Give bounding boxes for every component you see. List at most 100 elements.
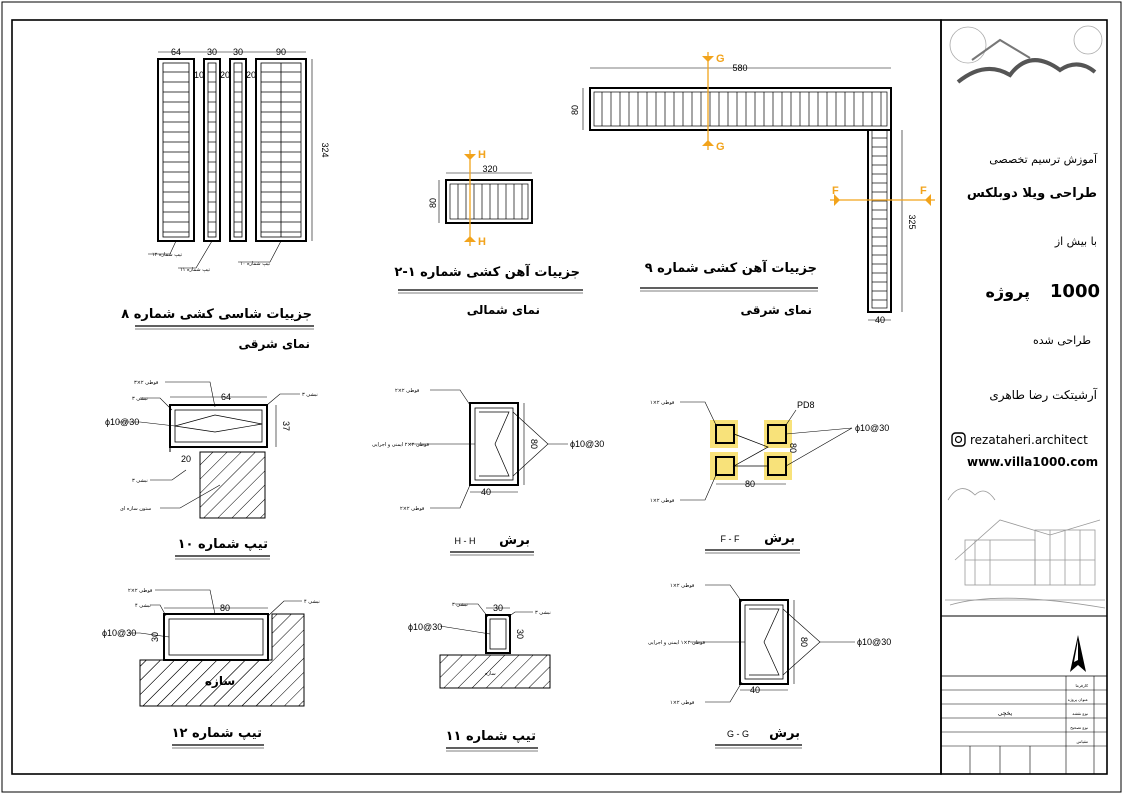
label-t11-structure: سازه	[485, 671, 496, 677]
tip-12-drawing: 80 30 قوطی ۲×۲ نبشی ۴ نبشی ۴ ϕ10@30 سازه	[102, 588, 320, 707]
label-t12-phi: ϕ10@30	[102, 628, 136, 638]
label-t12-angle-a: نبشی ۴	[135, 603, 151, 609]
dim-80-ff-h: 80	[788, 443, 798, 453]
label-angle-a: نبشی ۳	[302, 392, 318, 398]
section-hh-code: H - H	[455, 536, 476, 546]
label-t11-phi: ϕ10@30	[408, 622, 442, 632]
tb-row-4: مقیاس	[1077, 739, 1088, 744]
rebar-1-2-drawing: 320 80 H H	[428, 149, 533, 248]
villa-sketch	[945, 488, 1106, 609]
dim-320: 320	[482, 164, 497, 174]
chassis-8-title: جزییات شاسی کشی شماره ۸	[121, 307, 312, 322]
logo-icon	[949, 25, 1103, 84]
website-link[interactable]: www.villa1000.com	[967, 455, 1098, 469]
dim-37: 37	[281, 421, 291, 431]
tb-row-3: نوع تصحیح	[1070, 725, 1088, 730]
rebar-1-2-subtitle: نمای شمالی	[467, 303, 540, 317]
tip-12-title: تیپ شماره ۱۲	[172, 726, 262, 741]
label-gg-mid: قوطی ۲×۱ ایمنی و اجرایی	[648, 640, 706, 646]
label-hh-top: قوطی ۲×۲	[395, 388, 420, 394]
section-mark-g-top: G	[716, 53, 725, 65]
dim-40: 40	[875, 315, 885, 325]
label-t11-angle-b: نبشی ۳	[535, 610, 551, 616]
tb-row-2: نوع نقشه	[1072, 711, 1088, 716]
section-ff-code: F - F	[721, 534, 740, 544]
ad-line-1: آموزش ترسیم تخصصی	[989, 152, 1098, 166]
section-gg-title: برش	[769, 726, 800, 741]
ad-word: پروژه	[985, 282, 1030, 302]
north-arrow-icon	[1070, 635, 1086, 672]
dim-20a: 20	[220, 70, 230, 80]
rebar-1-2-title: جزییات آهن کشی شماره ۱-۲	[394, 263, 580, 280]
instagram-icon	[951, 432, 966, 447]
section-mark-h-top: H	[478, 149, 486, 161]
dim-30a: 30	[207, 47, 217, 57]
label-phi: ϕ10@30	[105, 417, 139, 427]
section-ff-drawing: 80 80 قوطی ۲×۱ ϕ10@30 قوطی ۲×۱ PD8	[650, 400, 889, 504]
dim-80: 80	[428, 198, 438, 208]
sidebar: آموزش ترسیم تخصصی طراحی ویلا دوبلکس با ب…	[941, 25, 1107, 774]
dim-64: 64	[171, 47, 181, 57]
label-angle-b: نبشی ۳	[132, 396, 148, 402]
dim-40-hh: 40	[481, 487, 491, 497]
section-mark-f-left: F	[832, 185, 839, 197]
section-mark-g-bottom: G	[716, 141, 725, 153]
label-tip11: تیپ شماره ۱۱	[180, 267, 211, 273]
ad-line-3: با بیش از	[1054, 235, 1097, 248]
dim-80-r9: 80	[570, 105, 580, 115]
label-column: ستون سازه ای	[120, 506, 151, 512]
ad-number: 1000	[1050, 281, 1100, 302]
tb-cell-value: یخچی	[998, 710, 1013, 717]
tb-row-0: کارفرما	[1075, 683, 1088, 688]
instagram-handle[interactable]: rezataheri.architect	[970, 433, 1088, 447]
dim-80-hh: 80	[529, 439, 539, 449]
dim-10: 10	[194, 70, 204, 80]
dim-20-t10: 20	[181, 454, 191, 464]
section-gg-drawing: 80 40 قوطی ۲×۱ قوطی ۲×۱ ایمنی و اجرایی ϕ…	[648, 583, 891, 706]
dim-580: 580	[732, 63, 747, 73]
tb-row-1: عنوان پروژه	[1068, 697, 1088, 702]
tip-10-title: تیپ شماره ۱۰	[178, 537, 268, 552]
label-t12-structure: سازه	[205, 674, 235, 688]
dim-20b: 20	[246, 70, 256, 80]
label-t11-angle-a: نبشی ۳	[452, 602, 468, 608]
dim-325: 325	[907, 214, 917, 229]
dim-80-t12: 80	[220, 603, 230, 613]
section-gg-code: G - G	[727, 729, 749, 739]
dim-30-t11-w: 30	[493, 603, 503, 613]
label-hh-mid: قوطی ۲×۲ ایمنی و اجرایی	[372, 442, 430, 448]
dim-80-gg: 80	[799, 637, 809, 647]
label-box: قوطی ۲×۳	[134, 380, 159, 386]
section-mark-h-bottom: H	[478, 236, 486, 248]
label-hh-bottom: قوطی ۲×۲	[400, 506, 425, 512]
label-ff-bottom: قوطی ۲×۱	[650, 498, 675, 504]
label-ff-pd: PD8	[797, 400, 815, 410]
dim-90: 90	[276, 47, 286, 57]
label-gg-phi: ϕ10@30	[857, 637, 891, 647]
dim-30b: 30	[233, 47, 243, 57]
label-ff-top: قوطی ۲×۱	[650, 400, 675, 406]
section-hh-title: برش	[499, 533, 530, 548]
ad-line-2: طراحی ویلا دوبلکس	[967, 186, 1097, 201]
tip-10-drawing: 64 37 20 قوطی ۲×۳ نبشی ۳ نبشی ۳ ϕ10@30 ن…	[105, 380, 318, 519]
label-tip12: تیپ شماره ۱۲	[152, 252, 183, 258]
dim-324: 324	[320, 142, 330, 157]
dim-30-t12: 30	[150, 632, 160, 642]
sidebar-border	[940, 19, 1108, 775]
tip-11-drawing: 30 30 نبشی ۳ نبشی ۳ ϕ10@30 سازه	[408, 602, 551, 689]
chassis-8-subtitle: نمای شرقی	[239, 337, 311, 351]
label-hh-phi: ϕ10@30	[570, 439, 604, 449]
dim-40-gg: 40	[750, 685, 760, 695]
label-ff-phi: ϕ10@30	[855, 423, 889, 433]
chassis-8-drawing: 64 30 30 90 324 10 20 20 تیپ شماره ۱۲ تی…	[148, 47, 330, 273]
tip-11-title: تیپ شماره ۱۱	[446, 729, 536, 744]
section-hh-drawing: 80 40 قوطی ۲×۲ قوطی ۲×۲ ایمنی و اجرایی ϕ…	[372, 388, 604, 512]
ad-line-5: طراحی شده	[1033, 334, 1091, 347]
label-tip10: تیپ شماره ۱۰	[240, 261, 271, 267]
section-mark-f-right: F	[920, 185, 927, 197]
label-gg-bottom: قوطی ۲×۱	[670, 700, 695, 706]
architect-name: آرشیتکت رضا طاهری	[989, 387, 1097, 403]
rebar-9-title: جزییات آهن کشی شماره ۹	[645, 259, 817, 276]
